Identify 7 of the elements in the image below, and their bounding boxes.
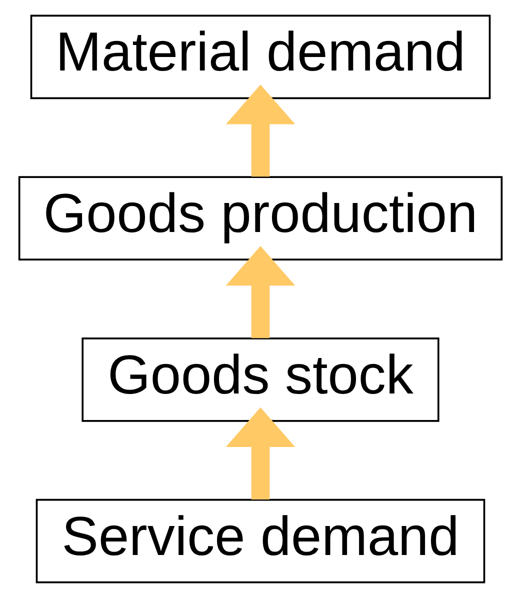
node-box: Service demand bbox=[35, 498, 485, 584]
arrow bbox=[225, 246, 295, 338]
node-box: Material demand bbox=[30, 14, 490, 100]
node-box: Goods production bbox=[18, 176, 502, 260]
node-box: Goods stock bbox=[81, 338, 439, 422]
arrow bbox=[225, 84, 295, 177]
arrow bbox=[225, 407, 295, 500]
